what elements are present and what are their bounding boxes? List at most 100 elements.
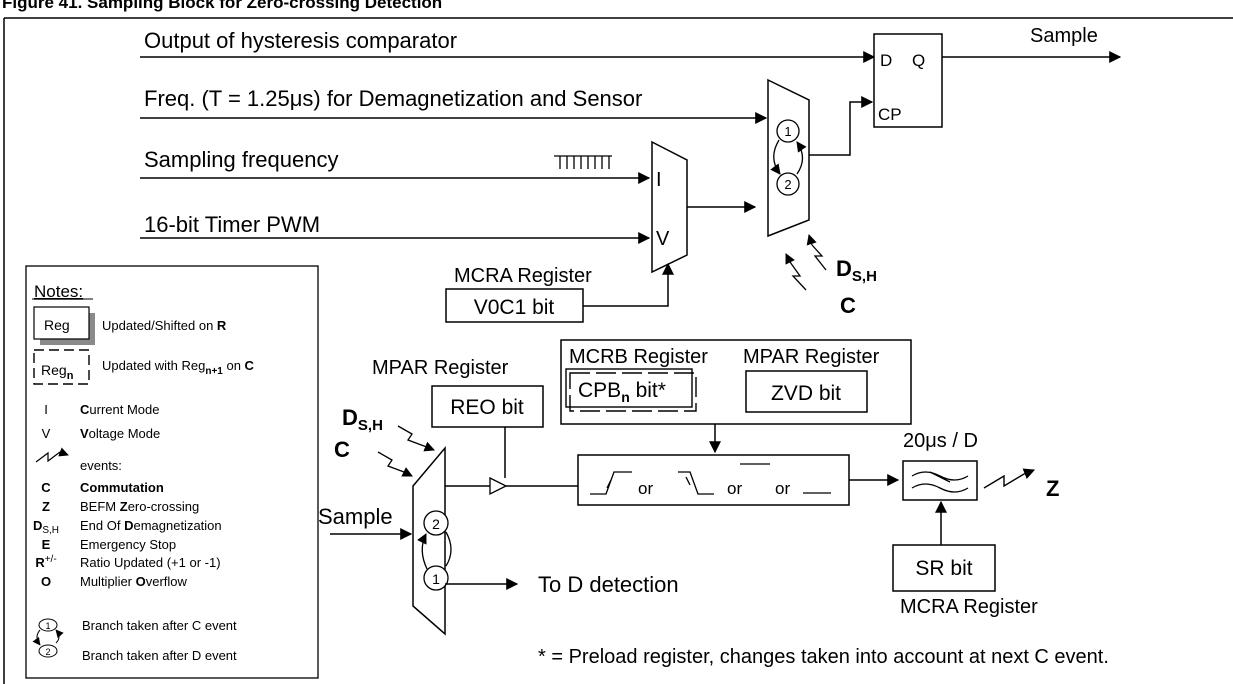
legend-mode-symbol: V [42, 426, 51, 441]
legend-event-text: Ratio Updated (+1 or -1) [80, 555, 221, 570]
lightning-z-icon [983, 468, 1036, 489]
branch-d-text: Branch taken after D event [82, 648, 237, 663]
zvd-bit-label: ZVD bit [771, 382, 841, 405]
mux-top-branch1-circle [776, 119, 800, 143]
pulse-train-icon [554, 155, 612, 169]
edge-select-box [577, 454, 850, 506]
flipflop-q-label: Q [912, 51, 925, 70]
lightning-ds-top-icon [806, 234, 827, 271]
reg-n-box-example [33, 349, 90, 385]
legend-mode-symbol: I [44, 402, 48, 417]
legend-event-text: Emergency Stop [80, 537, 176, 552]
lightning-c-top-icon [785, 253, 807, 291]
input-sampling-label: Sampling frequency [144, 147, 338, 172]
flipflop-d-label: D [880, 51, 892, 70]
input-hysteresis-label: Output of hysteresis comparator [144, 28, 457, 53]
rising-edge-icon [590, 471, 632, 495]
branch-c-text: Branch taken after C event [82, 618, 237, 633]
reg-box-label: Reg [44, 317, 70, 333]
lightning-c-bottom-icon [377, 451, 413, 477]
dq-flipflop [873, 33, 943, 128]
event-ds-top-label: DS,H [836, 256, 877, 285]
event-c-top-label: C [840, 293, 856, 318]
events-lightning-icon [35, 447, 69, 463]
mpar-left-title: MPAR Register [372, 357, 509, 379]
svg-text:2: 2 [45, 647, 50, 657]
input-freq-label: Freq. (T = 1.25μs) for Demagnetization a… [144, 86, 642, 111]
buffer-triangle [489, 476, 508, 496]
mux-i-label: I [656, 169, 662, 191]
svg-text:1: 1 [45, 621, 50, 631]
notes-title: Notes: [34, 282, 83, 301]
sr-bit-box [892, 544, 996, 592]
mux-bottom-branch1-label: 1 [432, 571, 440, 587]
legend-event-symbol: R+/- [35, 554, 56, 570]
mux-top-branch2-label: 2 [784, 177, 791, 192]
edge-or-3: or [775, 479, 790, 498]
reg-box-example [33, 306, 90, 340]
mux-top-branch-arrow-left [770, 139, 781, 175]
zvd-bit-box [745, 370, 868, 413]
mux-top-branch-arrow-right [796, 141, 807, 175]
to-d-detection-label: To D detection [538, 572, 679, 597]
v0c1-bit-label: V0C1 bit [474, 296, 555, 319]
cpbn-bit-box [565, 368, 693, 408]
legend-event-text: End Of Demagnetization [80, 518, 222, 533]
reg-updated-shifted-text: Updated/Shifted on R [102, 318, 227, 333]
events-label: events: [80, 458, 122, 473]
filter-label: 20μs / D [903, 430, 978, 452]
mux-top [767, 78, 810, 238]
flipflop-output-label: Sample [1030, 25, 1098, 47]
reo-bit-box [431, 385, 544, 428]
mux-bottom-branch2-label: 2 [432, 516, 440, 532]
branch-legend-icon: 1 2 [32, 618, 64, 658]
filter-icon [911, 471, 969, 493]
preload-footnote: * = Preload register, changes taken into… [538, 646, 1109, 668]
legend-event-symbol: Z [42, 499, 50, 514]
mux-top-branch1-label: 1 [784, 124, 791, 139]
falling-edge-icon [678, 471, 714, 495]
mux-current-voltage [651, 140, 688, 274]
v0c1-select-line [583, 262, 674, 307]
cpbn-bit-label: CPBn bit* [578, 379, 666, 405]
mpar-right-title: MPAR Register [743, 346, 880, 368]
mcra-top-title: MCRA Register [454, 265, 592, 287]
lightning-ds-bottom-icon [397, 425, 435, 452]
mux-v-label: V [656, 228, 670, 250]
legend-event-symbol: E [42, 537, 51, 552]
mux-bottom-branch2-circle [423, 510, 449, 536]
mux-bottom-branch-arrow-right [445, 531, 452, 567]
legend-event-text: Multiplier Overflow [80, 574, 188, 589]
mux-bottom-input-label: Sample [318, 504, 393, 529]
legend-mode-text: Voltage Mode [80, 426, 160, 441]
legend-mode-text: Current Mode [80, 402, 159, 417]
mux-top-branch2-circle [776, 172, 800, 196]
mux-bottom-branch1-circle [423, 565, 449, 591]
filter-box [902, 460, 978, 501]
event-c-bottom-label: C [334, 437, 350, 462]
legend-event-text: Commutation [80, 480, 164, 495]
legend-event-symbol: C [41, 480, 51, 495]
mcrb-title: MCRB Register [569, 346, 708, 368]
input-timer-label: 16-bit Timer PWM [144, 212, 320, 237]
figure-caption: Figure 41. Sampling Block for Zero-cross… [2, 0, 442, 12]
filter-output-z-label: Z [1046, 476, 1059, 501]
mux-bottom-branch-arrow-left [417, 533, 428, 570]
mux-top-output-line [809, 96, 874, 156]
legend-event-symbol: DS,H [33, 518, 59, 536]
flipflop-cp-label: CP [878, 105, 902, 124]
sr-bit-label: SR bit [915, 557, 972, 580]
v0c1-bit-box [445, 288, 584, 323]
mcra-bottom-title: MCRA Register [900, 596, 1038, 618]
reg-n-updated-text: Updated with Regn+1 on C [102, 358, 255, 377]
edge-or-2: or [727, 479, 742, 498]
reo-bit-label: REO bit [450, 396, 524, 419]
legend-event-text: BEFM Zero-crossing [80, 499, 199, 514]
cpbn-bit-shadow [569, 372, 697, 412]
reg-n-box-label: Regn [41, 362, 74, 382]
edge-or-1: or [638, 479, 653, 498]
